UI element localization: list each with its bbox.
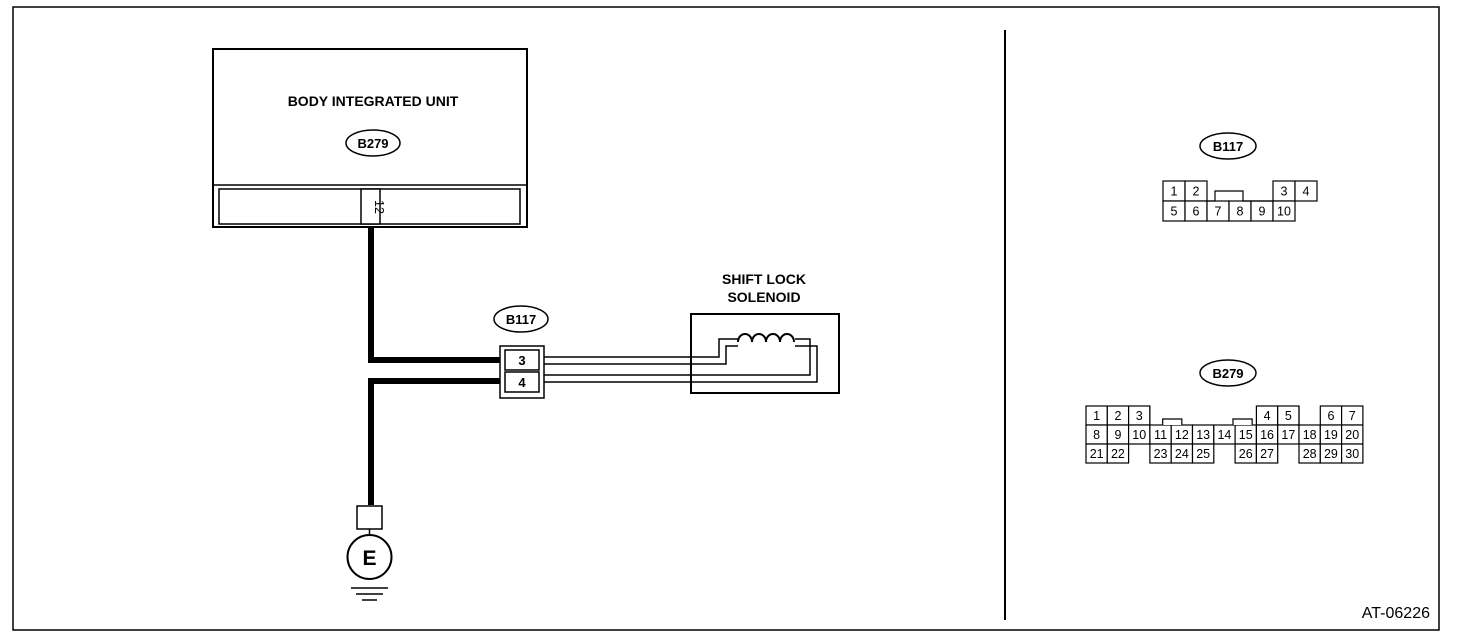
shift-lock-solenoid: SHIFT LOCK SOLENOID xyxy=(690,271,840,394)
b279-pin-22-label: 22 xyxy=(1111,447,1125,461)
b117-inline-pin-3-label: 3 xyxy=(518,353,525,368)
b279-pin-14-label: 14 xyxy=(1217,428,1231,442)
b117-pin-8-label: 8 xyxy=(1237,205,1244,219)
b117-pin-4-cell xyxy=(1294,180,1318,202)
b117-pin-9-label: 9 xyxy=(1259,205,1266,219)
b117-pin-4-label: 4 xyxy=(1303,185,1310,199)
b279-pin-4-label: 4 xyxy=(1264,409,1271,423)
b279-face-label: B279 xyxy=(1212,366,1243,381)
unit-pin-label: 12 xyxy=(372,200,386,214)
unit-pin-cell xyxy=(360,188,381,225)
b117-pin-7-label: 7 xyxy=(1215,205,1222,219)
harness-wires xyxy=(368,227,500,505)
b279-pin-24-label: 24 xyxy=(1175,447,1189,461)
ground-symbol: E xyxy=(346,505,393,601)
b117-inline-label: B117 xyxy=(506,312,536,327)
b117-pin-6-label: 6 xyxy=(1193,205,1200,219)
unit-connector-label: B279 xyxy=(357,136,388,151)
solenoid-label-line1: SHIFT LOCK xyxy=(722,271,806,287)
b279-pin-8-label: 8 xyxy=(1093,428,1100,442)
b279-pin-21-label: 21 xyxy=(1090,447,1104,461)
b279-pin-30-cell xyxy=(1340,443,1364,464)
b279-pin-5-label: 5 xyxy=(1285,409,1292,423)
b117-pin-1-label: 1 xyxy=(1171,185,1178,199)
b117-inline-pin-4 xyxy=(504,371,540,393)
solenoid-wires xyxy=(544,338,818,383)
ground-circle xyxy=(346,534,393,580)
b279-pin-11-label: 11 xyxy=(1154,428,1167,442)
b279-pin-28-label: 28 xyxy=(1303,447,1317,461)
b279-pin-23-label: 23 xyxy=(1154,447,1168,461)
solenoid-box xyxy=(690,313,840,394)
b117-pin-10-label: 10 xyxy=(1277,205,1291,219)
b279-pin-7-label: 7 xyxy=(1349,409,1356,423)
b117-inline-badge xyxy=(493,305,549,333)
b279-pin-22-cell xyxy=(1106,443,1130,464)
b279-pin-27-cell xyxy=(1255,443,1279,464)
b117-inline-pin-3 xyxy=(504,349,540,371)
b117-inline-pin-4-label: 4 xyxy=(518,375,526,390)
unit-connector-badge xyxy=(345,129,401,157)
b117-pin-5-label: 5 xyxy=(1171,205,1178,219)
b279-key-bump xyxy=(1162,418,1183,425)
ground-terminal xyxy=(356,505,383,530)
b279-pin-17-label: 17 xyxy=(1281,428,1295,442)
b117-connector-face: B117 1 2 3 4 5 6 7 8 9 10 xyxy=(1162,132,1318,222)
b117-face-label: B117 xyxy=(1213,139,1243,154)
b279-pin-19-label: 19 xyxy=(1324,428,1338,442)
figure-id: AT-06226 xyxy=(1362,605,1430,622)
b279-pin-18-label: 18 xyxy=(1303,428,1317,442)
b279-pin-1-label: 1 xyxy=(1093,409,1100,423)
b279-pin-3-label: 3 xyxy=(1136,409,1143,423)
b279-pin-12-label: 12 xyxy=(1175,428,1189,442)
b279-pin-16-label: 16 xyxy=(1260,428,1274,442)
b117-key-notch xyxy=(1207,190,1273,202)
wire-pin12-to-b117-3 xyxy=(368,227,500,363)
b117-inline-connector: B117 3 4 xyxy=(493,305,549,399)
unit-title: BODY INTEGRATED UNIT xyxy=(288,93,459,109)
diagram-frame xyxy=(12,6,1440,631)
b279-pin-2-label: 2 xyxy=(1114,409,1121,423)
b117-face-badge xyxy=(1199,132,1257,160)
b279-pin-15-label: 15 xyxy=(1239,428,1253,442)
solenoid-coil-icon xyxy=(737,333,795,343)
b279-pin-30-label: 30 xyxy=(1345,447,1359,461)
b279-pin-27-label: 27 xyxy=(1260,447,1274,461)
b117-pin-2-label: 2 xyxy=(1193,185,1200,199)
b279-pin-25-cell xyxy=(1191,443,1215,464)
b279-pin-20-label: 20 xyxy=(1345,428,1359,442)
b279-pin-29-label: 29 xyxy=(1324,447,1338,461)
b279-pin-10-label: 10 xyxy=(1132,428,1146,442)
body-integrated-unit: BODY INTEGRATED UNIT B279 12 xyxy=(212,48,528,228)
b279-pin-6-label: 6 xyxy=(1327,409,1334,423)
wire-b117-4-to-ground xyxy=(368,378,500,505)
b117-pin-10-cell xyxy=(1272,200,1296,222)
b279-pin-26-label: 26 xyxy=(1239,447,1253,461)
b117-pin-3-label: 3 xyxy=(1281,185,1288,199)
ground-label: E xyxy=(362,547,376,570)
solenoid-label-line2: SOLENOID xyxy=(727,289,800,305)
b279-pin-13-label: 13 xyxy=(1196,428,1210,442)
b279-face-badge xyxy=(1199,359,1257,387)
b279-pin-9-label: 9 xyxy=(1114,428,1121,442)
b279-key-bump xyxy=(1232,418,1253,425)
b279-pin-25-label: 25 xyxy=(1196,447,1210,461)
